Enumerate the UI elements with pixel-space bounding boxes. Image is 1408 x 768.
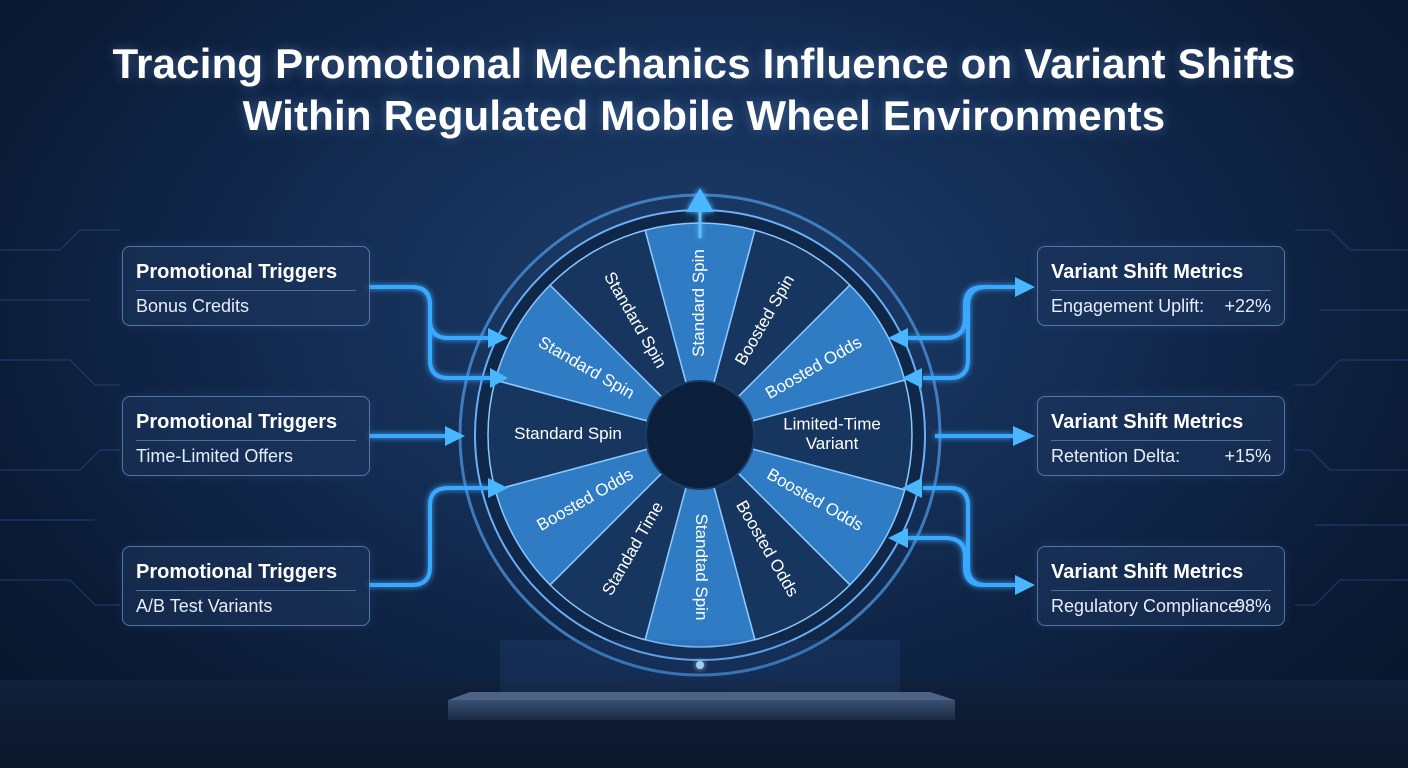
wheel-hub <box>645 380 755 490</box>
metric-value: +22% <box>1224 296 1271 316</box>
left-arrowheads <box>445 328 508 498</box>
wheel-segment-label: Standtad Spin <box>692 514 711 621</box>
metric-label: Regulatory Compliance: <box>1051 596 1244 616</box>
wheel-pointer-arrow <box>686 188 714 238</box>
trigger-card-heading: Promotional Triggers <box>136 411 356 441</box>
metric-card-regulatory-compliance: Variant Shift Metrics Regulatory Complia… <box>1037 546 1285 626</box>
metric-card-heading: Variant Shift Metrics <box>1051 561 1271 591</box>
right-arrowheads <box>888 277 1035 595</box>
wheel-bottom-dot <box>696 661 704 669</box>
wheel-segment-label: Standard Spin <box>689 249 708 357</box>
metric-card-row: Engagement Uplift: +22% <box>1051 296 1271 317</box>
metric-card-engagement-uplift: Variant Shift Metrics Engagement Uplift:… <box>1037 246 1285 326</box>
metric-card-heading: Variant Shift Metrics <box>1051 261 1271 291</box>
right-connectors <box>907 285 1015 587</box>
page-title: Tracing Promotional Mechanics Influence … <box>0 38 1408 142</box>
left-connectors <box>369 285 490 587</box>
trigger-card-bonus-credits: Promotional Triggers Bonus Credits <box>122 246 370 326</box>
trigger-card-heading: Promotional Triggers <box>136 561 356 591</box>
wheel-segment-label: Standard Spin <box>514 424 622 443</box>
title-line-1: Tracing Promotional Mechanics Influence … <box>112 40 1296 87</box>
title-line-2: Within Regulated Mobile Wheel Environmen… <box>242 92 1166 139</box>
metric-card-heading: Variant Shift Metrics <box>1051 411 1271 441</box>
trigger-card-item: Time-Limited Offers <box>136 446 294 466</box>
trigger-card-item: Bonus Credits <box>136 296 250 316</box>
trigger-card-time-limited-offers: Promotional Triggers Time-Limited Offers <box>122 396 370 476</box>
trigger-card-ab-test-variants: Promotional Triggers A/B Test Variants <box>122 546 370 626</box>
circuit-lines <box>0 229 1408 606</box>
trigger-card-item: A/B Test Variants <box>136 596 273 616</box>
metric-value: +15% <box>1224 446 1271 466</box>
metric-card-row: Regulatory Compliance: 98% <box>1051 596 1271 617</box>
metric-card-row: Retention Delta: +15% <box>1051 446 1271 467</box>
wheel-base <box>448 640 955 720</box>
metric-label: Retention Delta: <box>1051 446 1181 466</box>
metric-card-retention-delta: Variant Shift Metrics Retention Delta: +… <box>1037 396 1285 476</box>
metric-value: 98% <box>1234 596 1271 616</box>
metric-label: Engagement Uplift: <box>1051 296 1205 316</box>
trigger-card-heading: Promotional Triggers <box>136 261 356 291</box>
